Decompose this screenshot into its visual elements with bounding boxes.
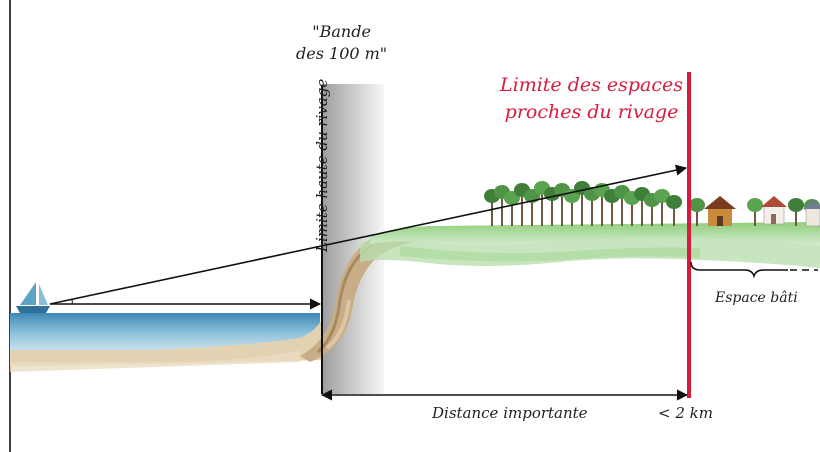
tree-icon (614, 185, 630, 226)
sailboat-icon (16, 282, 50, 313)
tree-icon (524, 189, 540, 226)
tree-icon (594, 183, 610, 226)
sea (10, 313, 322, 372)
tree-icon (504, 191, 520, 226)
forest (484, 181, 820, 226)
tree-icon (534, 181, 550, 226)
max-distance-label: < 2 km (658, 404, 713, 422)
tree-icon (654, 189, 670, 226)
near-shore-limit-label: Limite des espaces proches du rivage (500, 72, 683, 126)
band-label-line2: des 100 m" (296, 44, 388, 63)
house-icon (704, 196, 736, 226)
tree-icon (574, 181, 590, 226)
tree-icon (666, 195, 682, 226)
band-100m-label: "Bande des 100 m" (296, 21, 387, 65)
house-icon (803, 200, 820, 227)
high-shore-limit-label: Limite haute du rivage (313, 78, 331, 252)
tree-icon (564, 189, 580, 226)
tree-icon (689, 198, 705, 226)
built-space-label: Espace bâti (715, 290, 798, 306)
tree-icon (747, 198, 763, 226)
houses (704, 196, 820, 227)
limit-label-line1: Limite des espaces (500, 74, 684, 96)
tree-icon (554, 183, 570, 226)
band-label-line1: "Bande (312, 22, 371, 41)
tree-icon (634, 187, 650, 226)
distance-label: Distance importante (432, 404, 588, 422)
angle-mark (70, 298, 73, 305)
limit-label-line2: proches du rivage (504, 101, 679, 123)
diagonal-sight-arrow (49, 164, 688, 305)
built-space-brace (690, 261, 788, 279)
land (360, 222, 820, 268)
house-icon (761, 196, 787, 225)
tree-icon (788, 198, 804, 226)
